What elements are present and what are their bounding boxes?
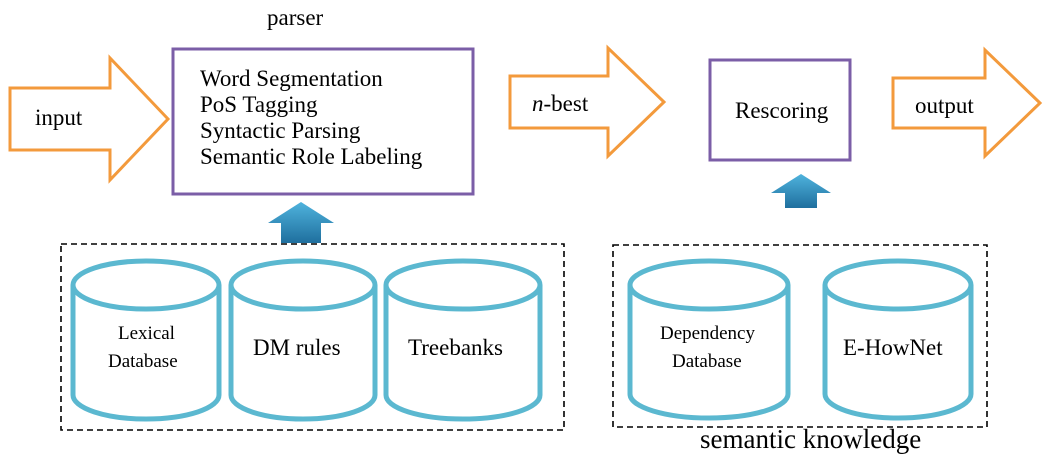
input-label: input	[35, 105, 83, 130]
input-arrow	[8, 54, 171, 184]
output-label: output	[915, 93, 974, 118]
dependency-database-label-line2: Database	[672, 351, 742, 372]
dm-rules-cylinder	[228, 258, 378, 422]
nbest-label-rest: -best	[543, 91, 589, 116]
parser-title: parser	[267, 5, 324, 30]
lexical-database-label-line2: Database	[108, 351, 178, 372]
left-resource-group	[60, 243, 565, 431]
parser-step-word-segmentation: Word Segmentation	[200, 66, 383, 91]
up-arrow-right	[771, 174, 831, 208]
semantic-knowledge-group	[612, 244, 988, 428]
dependency-database-label-line1: Dependency	[660, 323, 755, 344]
rescoring-label: Rescoring	[735, 98, 829, 123]
nbest-arrow	[508, 44, 667, 160]
nbest-label: n-best	[532, 92, 588, 115]
parser-step-pos-tagging: PoS Tagging	[200, 92, 318, 117]
parser-box	[171, 47, 475, 196]
treebanks-cylinder	[383, 258, 543, 422]
parser-steps: Word Segmentation PoS Tagging Syntactic …	[200, 66, 422, 170]
nbest-label-n: n	[532, 91, 544, 116]
lexical-database-label-line1: Lexical	[118, 323, 175, 344]
rescoring-box	[708, 58, 852, 162]
ehownet-cylinder	[822, 258, 974, 421]
ehownet-label: E-HowNet	[843, 335, 943, 360]
dm-rules-label: DM rules	[253, 335, 341, 360]
semantic-knowledge-caption: semantic knowledge	[700, 424, 922, 454]
lexical-database-cylinder	[70, 258, 222, 422]
dependency-database-cylinder	[627, 258, 791, 421]
treebanks-label: Treebanks	[408, 335, 503, 360]
up-arrow-left	[268, 202, 334, 243]
parser-step-semantic-role-labeling: Semantic Role Labeling	[200, 144, 423, 169]
parser-step-syntactic-parsing: Syntactic Parsing	[200, 118, 361, 143]
output-arrow	[891, 46, 1043, 160]
